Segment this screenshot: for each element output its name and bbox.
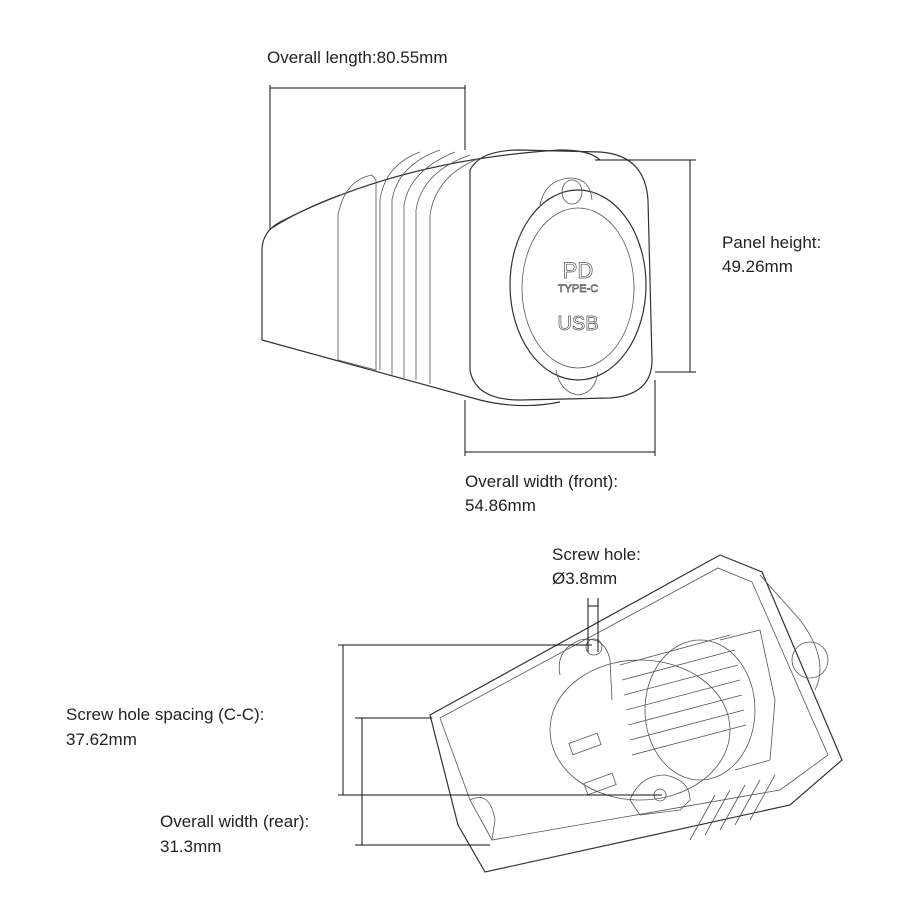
socket-bezel [509, 189, 647, 381]
dimension-lines-rear [338, 598, 662, 846]
rear-housing-drawing [429, 554, 843, 873]
type-c-marking: TYPE-C [558, 283, 598, 295]
overall-length-label: Overall length:80.55mm [267, 48, 448, 67]
pd-marking: PD [563, 258, 594, 283]
dimension-lines-front [269, 85, 696, 456]
screw-hole-label: Screw hole: [552, 545, 641, 564]
screw-hole-value: Ø3.8mm [552, 569, 618, 588]
width-front-label: Overall width (front): [465, 472, 619, 491]
front-housing-drawing: PD TYPE-C USB [261, 149, 653, 407]
screw-hole-top [585, 638, 603, 656]
width-rear-value: 31.3mm [160, 837, 222, 856]
screw-spacing-value: 37.62mm [66, 730, 137, 749]
usb-marking: USB [557, 313, 598, 335]
screw-spacing-label: Screw hole spacing (C-C): [66, 705, 265, 724]
width-front-value: 54.86mm [465, 496, 536, 515]
panel-height-value: 49.26mm [722, 257, 793, 276]
width-rear-label: Overall width (rear): [160, 812, 310, 831]
panel-height-label: Panel height: [722, 233, 822, 252]
socket-cap [521, 207, 635, 369]
